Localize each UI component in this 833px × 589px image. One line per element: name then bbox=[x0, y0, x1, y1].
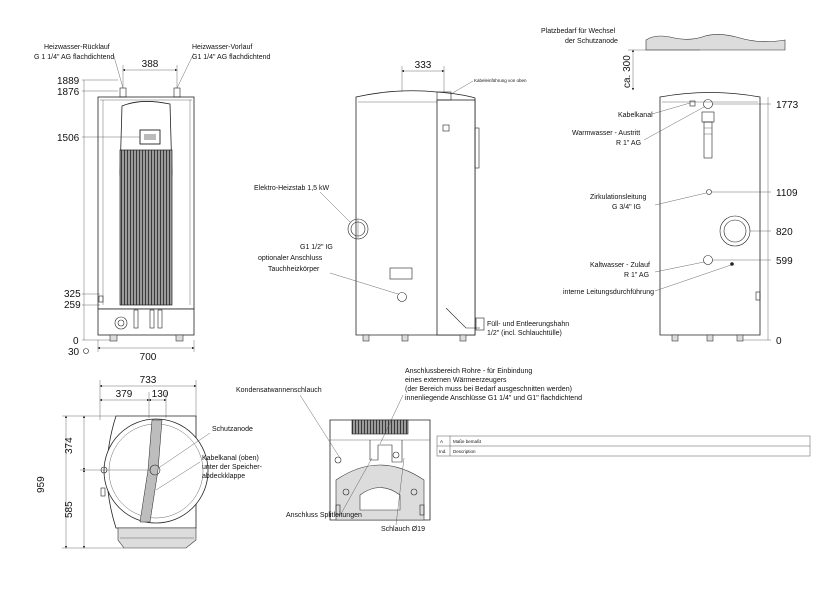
label-hotwater-2: R 1" AG bbox=[616, 140, 641, 147]
side-heat-pump-module bbox=[436, 99, 476, 336]
immersion-fitting-icon bbox=[397, 292, 407, 302]
label-cable-entry: Kabeleinführung von oben bbox=[474, 78, 527, 83]
label-cable-3: abdeckklappe bbox=[202, 473, 245, 480]
internal-duct-icon bbox=[730, 262, 734, 266]
label-internal-duct: interne Leitungsdurchführung bbox=[563, 289, 654, 296]
label-space-1: Platzbedarf für Wechsel bbox=[541, 28, 616, 35]
dim-379: 379 bbox=[116, 389, 133, 400]
label-cable-channel: Kabelkanal bbox=[618, 112, 653, 119]
dim-1109: 1109 bbox=[776, 188, 798, 199]
top-view: 733 379 130 959 374 585 Schutzanode Kabe… bbox=[36, 375, 263, 549]
side-hatch bbox=[389, 267, 413, 280]
label-return: Heizwasser-Rücklauf bbox=[44, 44, 110, 51]
ceiling-hatch bbox=[645, 34, 786, 51]
label-return-spec: G 1 1/4" AG flachdichtend bbox=[34, 54, 114, 61]
label-circulation-1: Zirkulationsleitung bbox=[590, 194, 647, 201]
title-row1-text: Maße bemaßt bbox=[453, 439, 482, 444]
rear-cabinet bbox=[659, 92, 761, 336]
label-immersion-1: G1 1/2" IG bbox=[300, 244, 333, 251]
dim-0: 0 bbox=[73, 336, 79, 347]
label-hose: Schlauch Ø19 bbox=[381, 526, 425, 533]
dim-30: 30 bbox=[68, 347, 80, 358]
label-pipes-3: (der Bereich muss bei Bedarf ausgeschnit… bbox=[405, 386, 572, 393]
side-view: 333 Kabeleinführung von oben Elektro-Hei… bbox=[254, 60, 569, 342]
label-pipes-1: Anschlussbereich Rohre - für Einbindung bbox=[405, 368, 532, 375]
front-base bbox=[97, 308, 195, 336]
label-split: Anschluss Splitleitungen bbox=[286, 512, 362, 519]
dim-1773: 1773 bbox=[776, 100, 799, 111]
label-fill-1: Füll- und Entleerungshahn bbox=[487, 321, 569, 328]
dim-374: 374 bbox=[64, 437, 75, 454]
label-pipes-2: eines externen Wärmeerzeugers bbox=[405, 377, 507, 384]
label-coldwater-1: Kaltwasser - Zulauf bbox=[590, 262, 650, 269]
dim-259: 259 bbox=[64, 300, 81, 311]
heat-exchanger-grille bbox=[119, 149, 173, 306]
label-flow-spec: G1 1/4" AG flachdichtend bbox=[192, 54, 270, 61]
label-immersion-3: Tauchheizkörper bbox=[268, 266, 320, 273]
detail-view: Kondensatwannenschlauch Anschlussbereich… bbox=[236, 368, 582, 533]
dim-599: 599 bbox=[776, 256, 793, 267]
flow-connection bbox=[173, 87, 181, 98]
front-drain-fitting bbox=[114, 316, 128, 330]
dim-130: 130 bbox=[152, 389, 169, 400]
detail-pipe-fitting bbox=[392, 451, 400, 459]
front-view: 388 Heizwasser-Rücklauf G 1 1/4" AG flac… bbox=[34, 44, 270, 363]
title-row2-code: Ind. bbox=[439, 449, 447, 454]
return-connection bbox=[119, 87, 127, 98]
dim-1889: 1889 bbox=[57, 76, 80, 87]
drain-valve bbox=[445, 307, 480, 329]
dim-rear-0: 0 bbox=[776, 336, 782, 347]
detail-fins bbox=[351, 419, 409, 435]
dim-325: 325 bbox=[64, 289, 81, 300]
dim-333: 333 bbox=[415, 60, 432, 71]
dim-585: 585 bbox=[64, 501, 75, 518]
label-coldwater-2: R 1" AG bbox=[624, 272, 649, 279]
label-hotwater-1: Warmwasser - Austritt bbox=[572, 130, 640, 137]
label-heater: Elektro-Heizstab 1,5 kW bbox=[254, 185, 329, 192]
dim-1876: 1876 bbox=[57, 87, 80, 98]
label-immersion-2: optionaler Anschluss bbox=[258, 255, 323, 262]
label-pipes-4: innenliegende Anschlüsse G1 1/4" und G1"… bbox=[405, 395, 582, 402]
feet-marker-icon bbox=[83, 348, 89, 354]
rear-view: Platzbedarf für Wechsel der Schutzanode … bbox=[541, 28, 799, 347]
label-space-2: der Schutzanode bbox=[565, 38, 618, 45]
detail-condensate-port bbox=[334, 456, 342, 464]
dim-733: 733 bbox=[140, 375, 157, 386]
dim-820: 820 bbox=[776, 227, 793, 238]
title-block: A Maße bemaßt Ind. Description bbox=[436, 435, 811, 457]
label-anode: Schutzanode bbox=[212, 426, 253, 433]
label-fill-2: 1/2" (incl. Schlauchtülle) bbox=[487, 330, 562, 337]
cable-channel-icon bbox=[689, 100, 696, 107]
title-row2-text: Description bbox=[453, 449, 476, 454]
dim-388: 388 bbox=[142, 59, 159, 70]
label-flow: Heizwasser-Vorlauf bbox=[192, 44, 252, 51]
dim-700: 700 bbox=[140, 352, 157, 363]
circulation-fitting-icon bbox=[706, 189, 712, 195]
label-cable-1: Kabelkanal (oben) bbox=[202, 455, 259, 462]
label-condensate: Kondensatwannenschlauch bbox=[236, 387, 322, 394]
anode-rod bbox=[703, 121, 713, 159]
dim-ca300: ca. 300 bbox=[622, 55, 633, 88]
label-circulation-2: G 3/4" IG bbox=[612, 204, 641, 211]
dim-1506: 1506 bbox=[57, 133, 80, 144]
label-cable-2: unter der Speicher- bbox=[202, 464, 263, 471]
dim-959: 959 bbox=[36, 476, 47, 493]
title-row1-code: A bbox=[440, 439, 443, 444]
